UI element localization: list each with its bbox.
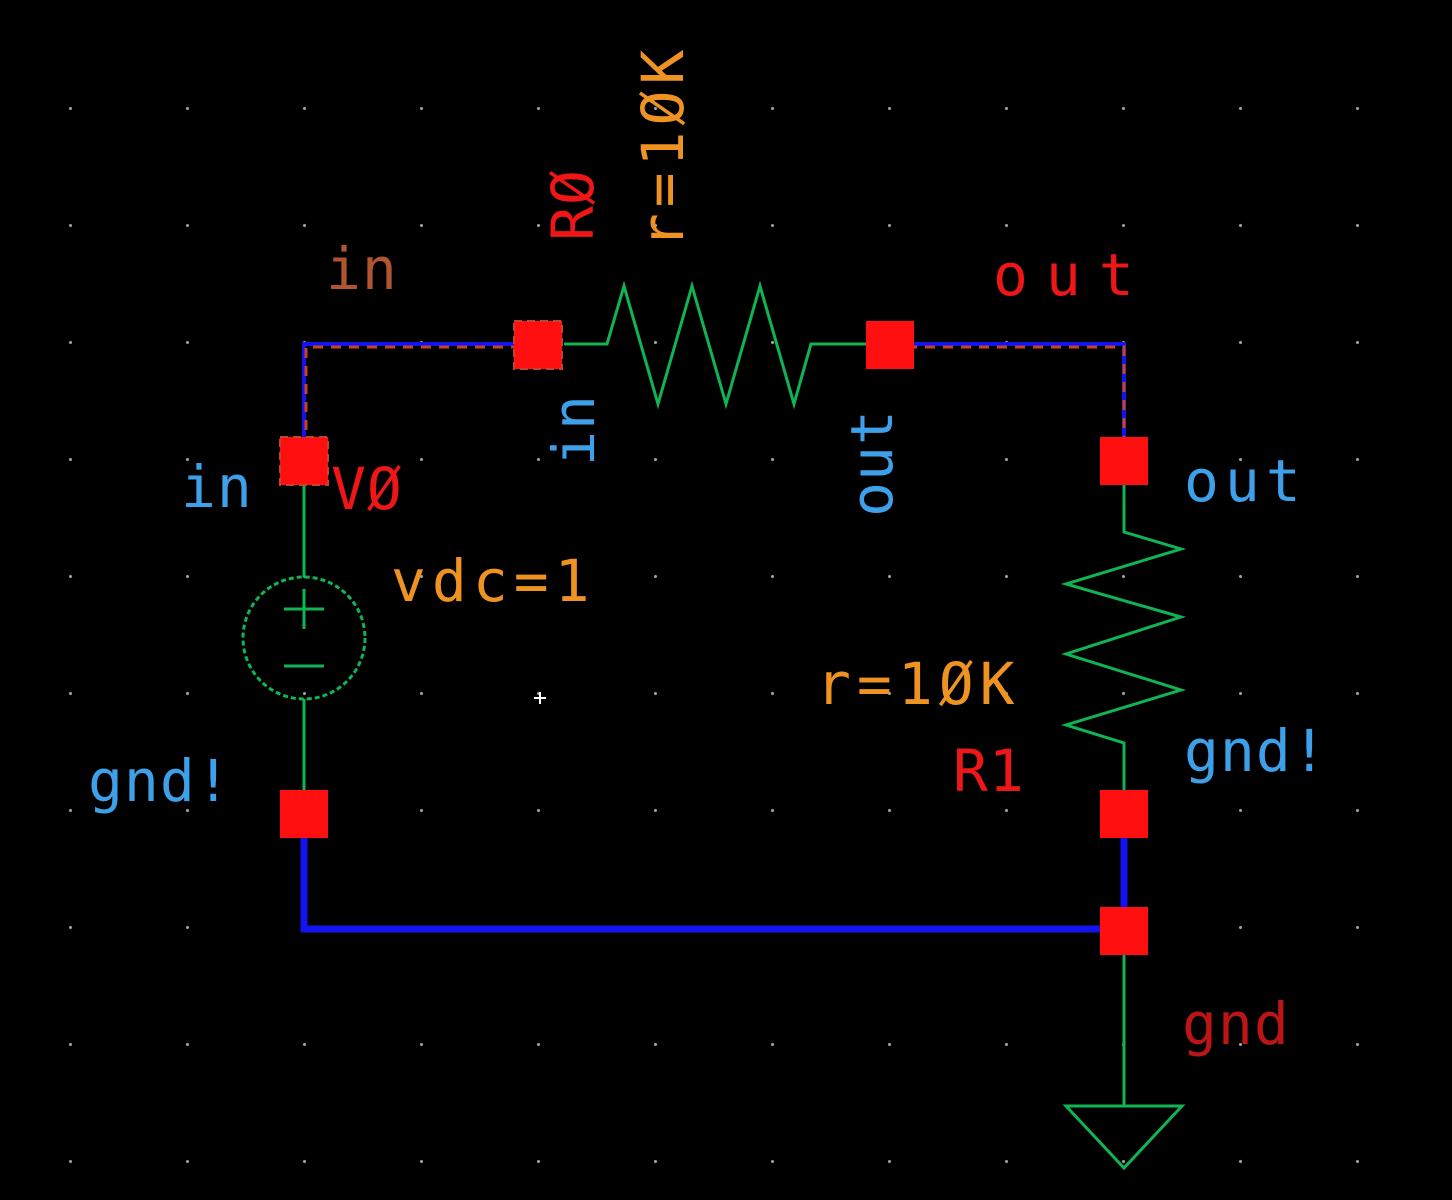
instance-name-r0[interactable]: RØ — [539, 169, 607, 241]
pin-gnd-junction[interactable] — [1100, 907, 1148, 955]
cursor-crosshair — [534, 692, 546, 704]
instance-name-gnd[interactable]: gnd — [1182, 990, 1290, 1058]
wire-net-out[interactable] — [889, 342, 1126, 466]
pin-label-r0-in[interactable]: in — [540, 394, 608, 466]
wire-net-in[interactable] — [302, 342, 542, 466]
pin-label-r0-out[interactable]: out — [838, 409, 906, 517]
param-label-r0[interactable]: r=1ØK — [629, 43, 697, 249]
pin-label-r1-bottom[interactable]: gnd! — [1184, 717, 1328, 785]
net-label-in[interactable]: in — [326, 235, 398, 303]
pin-label-r1-top[interactable]: out — [1184, 447, 1307, 515]
plus-icon — [284, 589, 324, 629]
pin-r0-right[interactable] — [866, 321, 914, 369]
wire-net-gnd[interactable] — [300, 835, 1128, 933]
param-label-v0[interactable]: vdc=1 — [391, 547, 596, 615]
pin-r1-bottom[interactable] — [1100, 790, 1148, 838]
pin-r0-left[interactable] — [513, 320, 563, 370]
instance-name-r1[interactable]: R1 — [953, 737, 1025, 805]
net-label-out[interactable]: out — [993, 241, 1152, 309]
resistor-r0-symbol[interactable] — [564, 280, 866, 410]
param-label-r1[interactable]: r=1ØK — [816, 650, 1021, 718]
pin-v0-plus[interactable] — [279, 436, 329, 486]
pin-r1-top[interactable] — [1100, 437, 1148, 485]
pin-v0-minus[interactable] — [280, 790, 328, 838]
pin-label-v0-plus[interactable]: in — [181, 453, 253, 521]
pin-squares — [279, 320, 1148, 955]
ground-symbol[interactable] — [1062, 955, 1186, 1171]
instance-name-v0[interactable]: VØ — [331, 455, 403, 523]
resistor-r1-symbol[interactable] — [1060, 485, 1187, 790]
vdc-source-symbol[interactable] — [241, 485, 367, 790]
pin-label-v0-minus[interactable]: gnd! — [88, 747, 232, 815]
